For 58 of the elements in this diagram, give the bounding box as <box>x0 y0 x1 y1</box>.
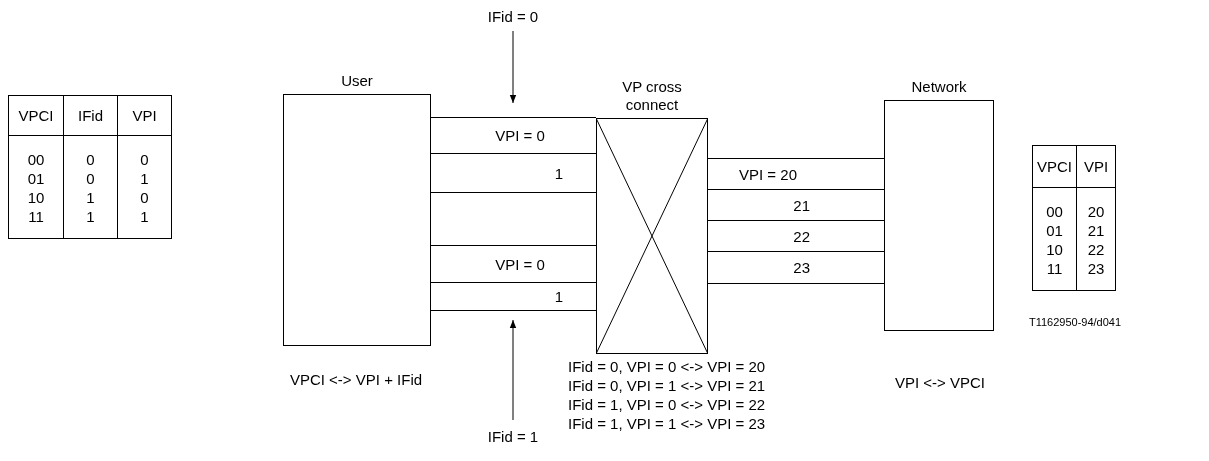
connection-line <box>430 245 597 246</box>
table-cell: 1 <box>117 169 172 188</box>
table-cell: 1 <box>117 207 172 239</box>
mapping-note: VPCI <-> VPI + IFid <box>288 370 424 389</box>
connection-line <box>430 282 597 283</box>
table-cell: 00 <box>8 135 64 169</box>
table-cell: 21 <box>1076 221 1116 240</box>
arrow <box>509 30 517 104</box>
table-cell: 01 <box>8 169 64 188</box>
mapping-note: IFid = 1, VPI = 1 <-> VPI = 23 <box>568 414 767 433</box>
box-heading: VP cross connect <box>621 78 683 115</box>
box-heading: User <box>340 72 374 91</box>
connection-line <box>707 189 885 190</box>
table-cell: 0 <box>117 135 172 169</box>
table-cell: 11 <box>1032 259 1077 291</box>
connection-line <box>430 310 597 311</box>
mapping-note: IFid = 0, VPI = 0 <-> VPI = 20 <box>568 357 767 376</box>
table-cell: 01 <box>1032 221 1077 240</box>
interface-label: IFid = 0 <box>470 8 556 26</box>
table-cell: 1 <box>63 188 118 207</box>
mapping-note: VPI <-> VPCI <box>893 373 986 392</box>
connection-line <box>430 153 597 154</box>
table-header-cell: VPI <box>1076 145 1116 188</box>
connection-line <box>707 220 885 221</box>
edge-label: 1 <box>553 164 563 183</box>
edge-label: 22 <box>792 227 810 246</box>
edge-label: 23 <box>792 259 810 277</box>
table-header-cell: IFid <box>63 95 118 136</box>
table-header-cell: VPI <box>117 95 172 136</box>
edge-label: 1 <box>553 288 563 306</box>
connection-line <box>430 192 597 193</box>
table-header-cell: VPCI <box>8 95 64 136</box>
table-cell: 10 <box>1032 240 1077 259</box>
table-cell: 10 <box>8 188 64 207</box>
figure-reference: T1162950-94/d041 <box>1027 315 1123 330</box>
connection-line <box>707 283 885 284</box>
edge-label: VPI = 20 <box>738 165 798 184</box>
connection-line <box>707 251 885 252</box>
table-cell: 22 <box>1076 240 1116 259</box>
interface-label: IFid = 1 <box>470 428 556 446</box>
table-header-cell: VPCI <box>1032 145 1077 188</box>
table-cell: 00 <box>1032 187 1077 221</box>
table-cell: 20 <box>1076 187 1116 221</box>
edge-label: VPI = 0 <box>494 127 546 145</box>
table-cell: 11 <box>8 207 64 239</box>
connection-line <box>430 117 597 118</box>
box-heading: Network <box>910 78 968 97</box>
mapping-note: IFid = 1, VPI = 0 <-> VPI = 22 <box>568 395 767 414</box>
edge-label: 21 <box>792 196 810 215</box>
table-cell: 23 <box>1076 259 1116 291</box>
table-cell: 0 <box>63 135 118 169</box>
table-cell: 0 <box>63 169 118 188</box>
table-cell: 1 <box>63 207 118 239</box>
table-cell: 0 <box>117 188 172 207</box>
edge-label: VPI = 0 <box>494 255 546 274</box>
connection-line <box>707 158 885 159</box>
mapping-note: IFid = 0, VPI = 1 <-> VPI = 21 <box>568 376 767 395</box>
arrow <box>509 319 517 421</box>
